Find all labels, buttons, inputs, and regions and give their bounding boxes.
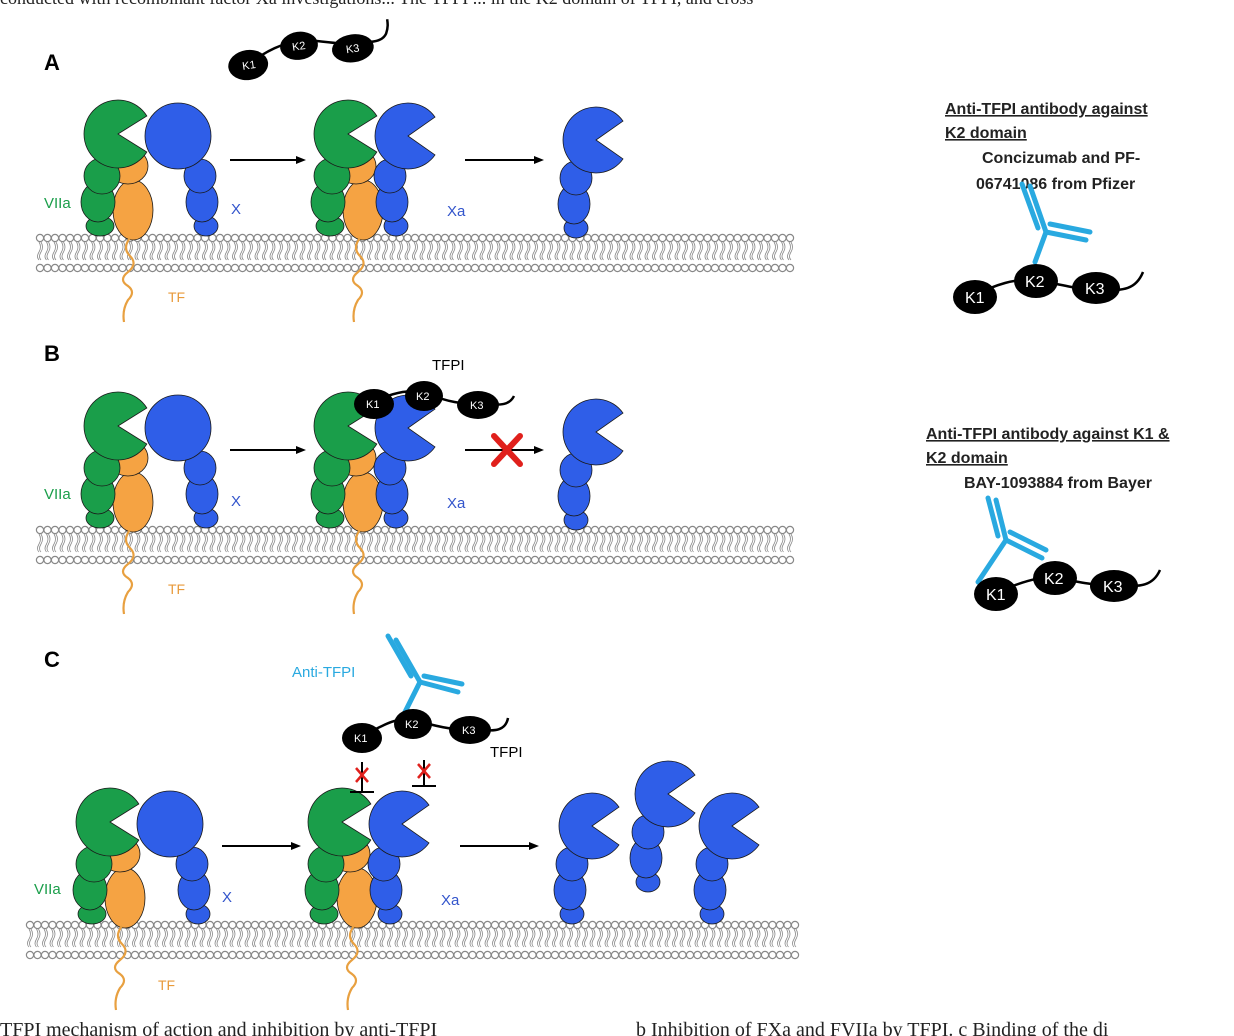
antibody-k2-detail-2: 06741086 from Pfizer bbox=[976, 176, 1135, 193]
tfpi-k2-label-a: K2 bbox=[291, 40, 306, 54]
tfpi-free-a: K1 K2 K3 bbox=[225, 19, 393, 82]
tfpi-antibody-complex-c: K1 K2 K3 bbox=[342, 636, 508, 792]
label-tfpi-c: TFPI bbox=[490, 744, 523, 761]
label-tf-c: TF bbox=[158, 977, 175, 993]
panel-letter-a: A bbox=[44, 50, 60, 75]
membrane-c bbox=[26, 921, 798, 958]
antibody-icon-k2 bbox=[1022, 184, 1090, 262]
tfpi-k2-label-b: K2 bbox=[416, 391, 429, 403]
tfpi-k3-label-c: K3 bbox=[462, 725, 475, 737]
antibody-icon-k1k2 bbox=[978, 498, 1046, 582]
tfpi-k3-label-b: K3 bbox=[470, 400, 483, 412]
k2-panel-k3-label: K3 bbox=[1085, 281, 1105, 298]
bottom-caption-left: TFPI mechanism of action and inhibition … bbox=[0, 1019, 437, 1036]
k1k2-panel-k3-label: K3 bbox=[1103, 579, 1123, 596]
antibody-k1k2-detail-1: BAY-1093884 from Bayer bbox=[964, 475, 1152, 492]
antibody-k1k2-info: Anti-TFPI antibody against K1 & K2 domai… bbox=[926, 426, 1170, 611]
antibody-icon-c bbox=[388, 636, 462, 712]
antibody-k2-heading-2: K2 domain bbox=[945, 125, 1027, 142]
top-caption-fragment: conducted with recombinant factor Xa inv… bbox=[0, 0, 753, 8]
antibody-k2-heading-1: Anti-TFPI antibody against bbox=[945, 101, 1148, 118]
label-xa-a: Xa bbox=[447, 203, 466, 220]
label-x-c: X bbox=[222, 889, 232, 906]
antibody-k1k2-heading-2: K2 domain bbox=[926, 450, 1008, 467]
label-xa-b: Xa bbox=[447, 495, 466, 512]
label-x-b: X bbox=[231, 493, 241, 510]
antibody-k2-info: Anti-TFPI antibody against K2 domain Con… bbox=[945, 101, 1148, 314]
tfpi-k3-label-a: K3 bbox=[345, 42, 360, 56]
antibody-k2-detail-1: Concizumab and PF- bbox=[982, 150, 1140, 167]
k2-panel-k1-label: K1 bbox=[965, 290, 985, 307]
label-tfpi-b: TFPI bbox=[432, 357, 465, 374]
panel-letter-c: C bbox=[44, 647, 60, 672]
k1k2-panel-k1-label: K1 bbox=[986, 587, 1006, 604]
membrane-b bbox=[36, 526, 793, 563]
membrane-a bbox=[36, 234, 793, 271]
k1k2-panel-k2-label: K2 bbox=[1044, 571, 1064, 588]
label-tf-a: TF bbox=[168, 289, 185, 305]
tfpi-k1-label-a: K1 bbox=[242, 59, 257, 73]
label-viia-b: VIIa bbox=[44, 486, 71, 503]
red-x-marks bbox=[356, 764, 430, 782]
tfpi-k1-label-b: K1 bbox=[366, 399, 379, 411]
label-x-a: X bbox=[231, 201, 241, 218]
label-xa-c: Xa bbox=[441, 892, 460, 909]
label-anti-tfpi-c: Anti-TFPI bbox=[292, 664, 355, 681]
label-viia-a: VIIa bbox=[44, 195, 71, 212]
tfpi-bound-b: K1 K2 K3 bbox=[354, 381, 514, 419]
tfpi-k1-label-c: K1 bbox=[354, 733, 367, 745]
bottom-caption-right: b Inhibition of FXa and FVIIa by TFPI. c… bbox=[636, 1019, 1109, 1036]
panel-letter-b: B bbox=[44, 341, 60, 366]
label-tf-b: TF bbox=[168, 581, 185, 597]
tfpi-k2-label-c: K2 bbox=[405, 719, 418, 731]
label-viia-c: VIIa bbox=[34, 881, 61, 898]
k2-panel-k2-label: K2 bbox=[1025, 274, 1045, 291]
antibody-k1k2-heading-1: Anti-TFPI antibody against K1 & bbox=[926, 426, 1170, 443]
